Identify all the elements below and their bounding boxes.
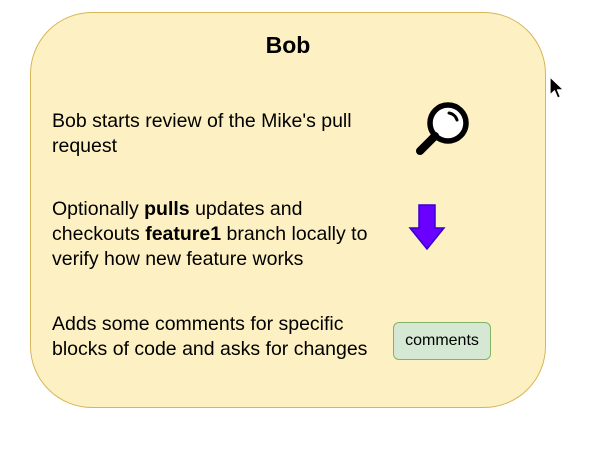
step-3-text: Adds some comments for specific blocks o… — [52, 312, 382, 362]
step-3-segment: Adds some comments for specific blocks o… — [52, 313, 368, 360]
comments-tag-label: comments — [405, 332, 479, 349]
step-1-text: Bob starts review of the Mike's pull req… — [52, 109, 382, 159]
step-2-keyword-pulls: pulls — [144, 198, 190, 220]
step-2-segment: Optionally — [52, 198, 145, 220]
magnifier-icon — [416, 102, 469, 155]
comments-tag: comments — [393, 322, 491, 360]
step-2-segment: updates and checkouts — [52, 198, 303, 245]
step-2-text: Optionally pulls updates and checkouts f… — [52, 197, 387, 272]
mouse-pointer-icon — [549, 76, 565, 99]
step-2-segment: branch locally to verify how new feature… — [52, 223, 368, 270]
step-2-keyword-branch: feature1 — [145, 223, 222, 245]
step-1-segment: Bob starts review of the Mike's pull req… — [52, 110, 352, 157]
card-title: Bob — [265, 32, 311, 58]
down-arrow-icon — [408, 204, 446, 250]
